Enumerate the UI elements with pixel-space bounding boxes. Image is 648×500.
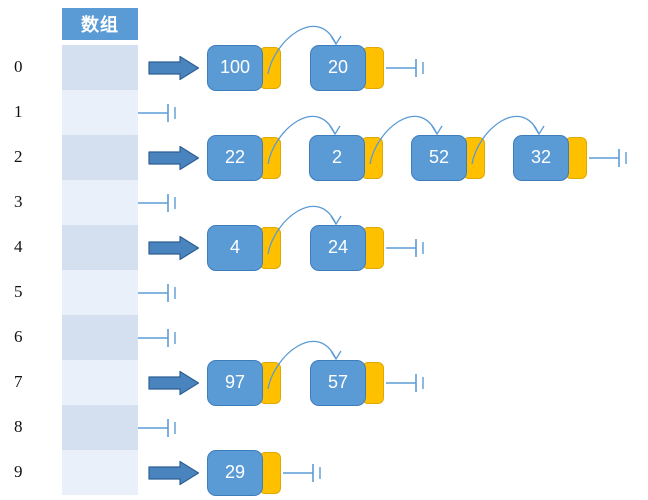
node-value: 2	[309, 134, 365, 181]
node-value: 97	[207, 359, 263, 406]
curved-link-arrow-icon	[369, 115, 443, 164]
right-block-arrow-icon	[148, 235, 200, 260]
index-label-6: 6	[14, 326, 23, 346]
array-cell-0[interactable]	[62, 45, 138, 90]
right-block-arrow-icon	[148, 370, 200, 395]
array-cell-4[interactable]	[62, 225, 138, 270]
curved-link-arrow-icon	[267, 205, 342, 254]
index-label-7: 7	[14, 371, 23, 391]
node-value: 22	[207, 134, 263, 181]
null-terminator-icon	[138, 283, 176, 302]
index-label-0: 0	[14, 56, 23, 76]
node-value: 24	[310, 224, 366, 271]
index-label-9: 9	[14, 461, 23, 481]
curved-link-arrow-icon	[471, 115, 545, 164]
node-4-0[interactable]: 4	[207, 224, 285, 271]
node-value: 20	[310, 44, 366, 91]
null-terminator-icon	[138, 193, 176, 212]
index-label-3: 3	[14, 191, 23, 211]
node-2-2[interactable]: 52	[411, 134, 489, 181]
array-cell-3[interactable]	[62, 180, 138, 225]
null-terminator-icon	[283, 463, 321, 482]
null-terminator-icon	[138, 103, 176, 122]
null-terminator-icon	[138, 328, 176, 347]
array-header: 数组	[62, 8, 138, 40]
array-cell-1[interactable]	[62, 90, 138, 135]
null-terminator-icon	[386, 373, 424, 392]
node-2-1[interactable]: 2	[309, 134, 387, 181]
curved-link-arrow-icon	[267, 115, 341, 164]
node-7-1[interactable]: 57	[310, 359, 388, 406]
node-2-0[interactable]: 22	[207, 134, 285, 181]
array-cell-2[interactable]	[62, 135, 138, 180]
curved-link-arrow-icon	[267, 340, 342, 389]
null-terminator-icon	[386, 238, 424, 257]
node-value: 29	[207, 449, 263, 496]
right-block-arrow-icon	[148, 145, 200, 170]
null-terminator-icon	[386, 58, 424, 77]
right-block-arrow-icon	[148, 55, 200, 80]
array-cell-7[interactable]	[62, 360, 138, 405]
null-terminator-icon	[138, 418, 176, 437]
node-2-3[interactable]: 32	[513, 134, 591, 181]
curved-link-arrow-icon	[267, 25, 342, 74]
node-value: 100	[207, 44, 263, 91]
array-cell-6[interactable]	[62, 315, 138, 360]
node-4-1[interactable]: 24	[310, 224, 388, 271]
node-7-0[interactable]: 97	[207, 359, 285, 406]
array-cell-8[interactable]	[62, 405, 138, 450]
right-block-arrow-icon	[148, 460, 200, 485]
array-cell-5[interactable]	[62, 270, 138, 315]
node-value: 4	[207, 224, 263, 271]
index-label-4: 4	[14, 236, 23, 256]
index-label-2: 2	[14, 146, 23, 166]
node-0-1[interactable]: 20	[310, 44, 388, 91]
node-value: 32	[513, 134, 569, 181]
null-terminator-icon	[589, 148, 627, 167]
node-value: 52	[411, 134, 467, 181]
index-label-5: 5	[14, 281, 23, 301]
array-cell-9[interactable]	[62, 450, 138, 495]
node-9-0[interactable]: 29	[207, 449, 285, 496]
index-label-1: 1	[14, 101, 23, 121]
index-label-8: 8	[14, 416, 23, 436]
node-value: 57	[310, 359, 366, 406]
